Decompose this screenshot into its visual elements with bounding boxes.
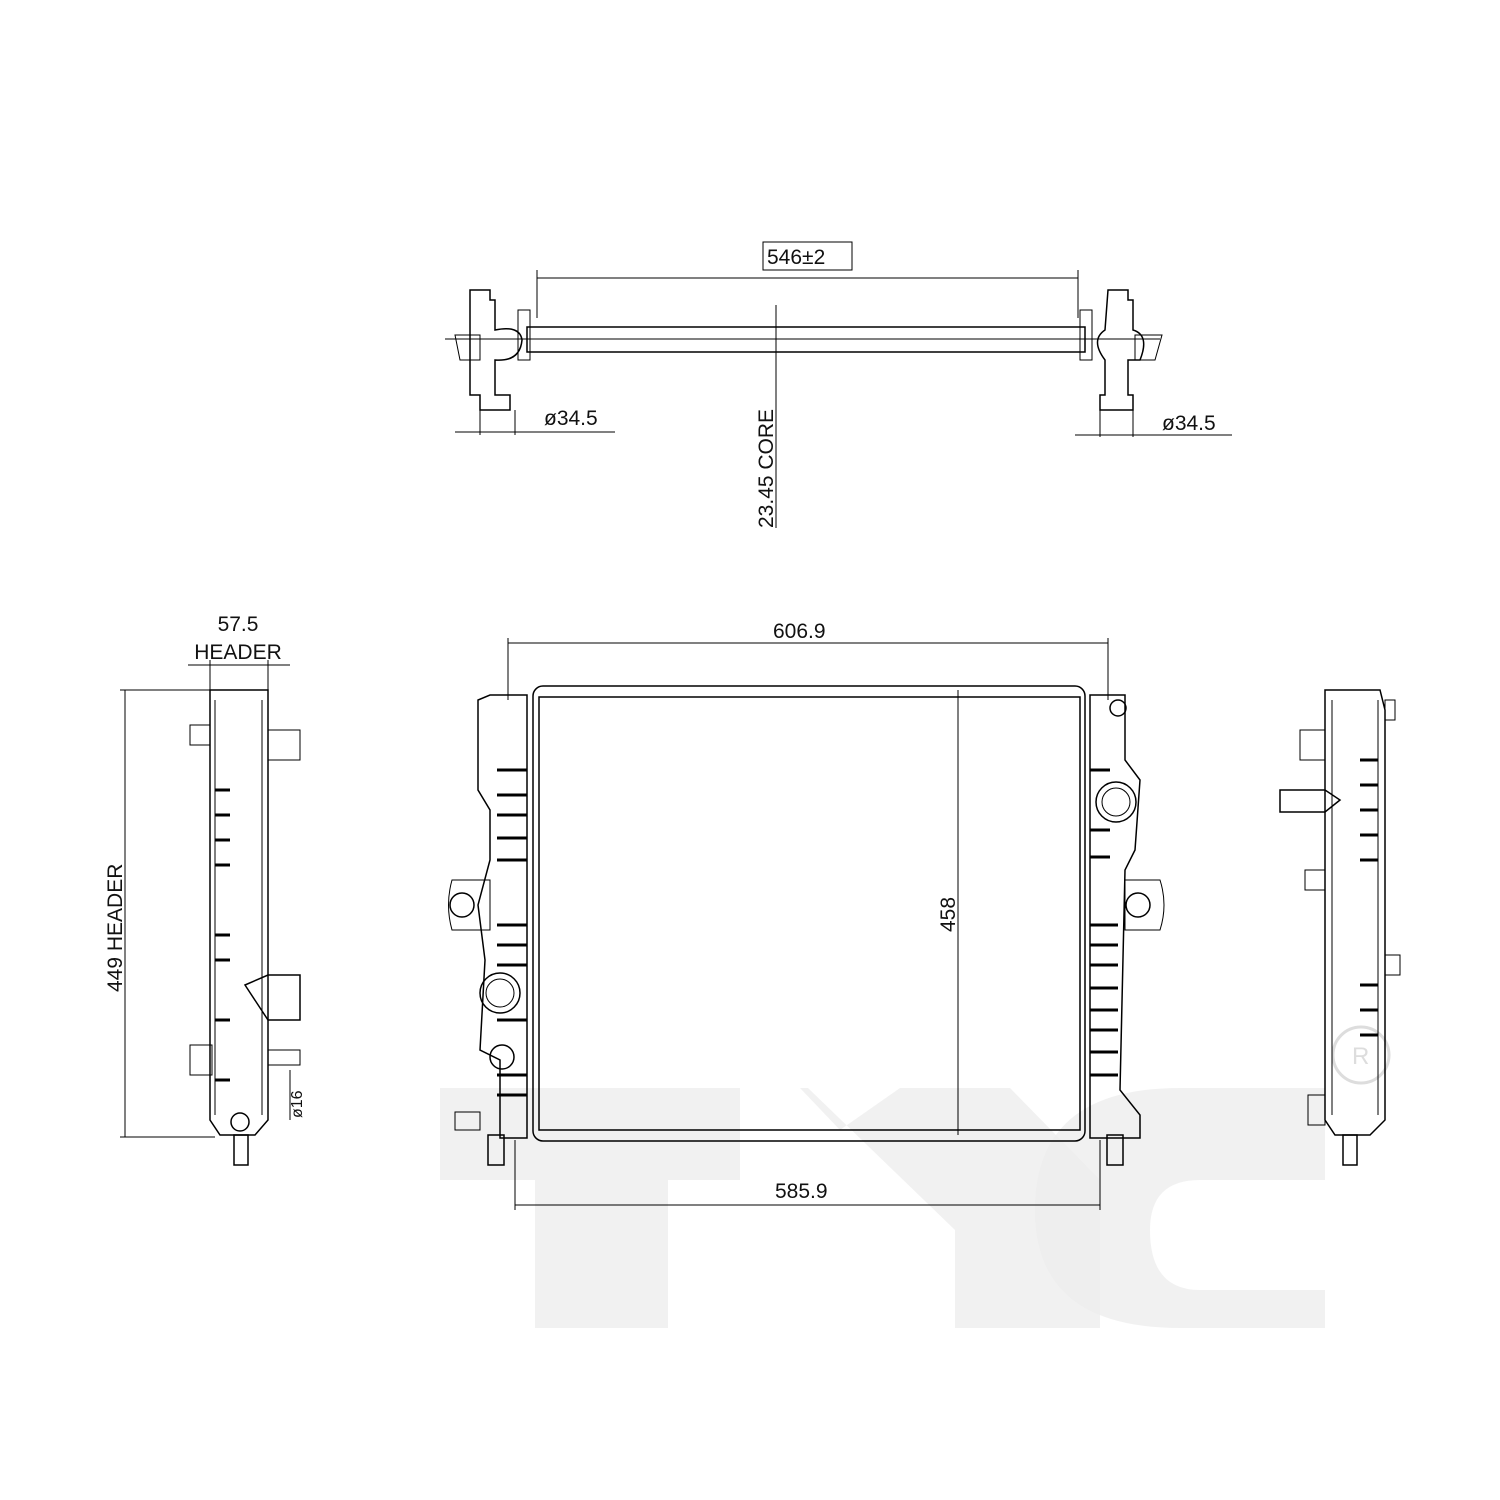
left-tank (477, 694, 528, 1139)
left-inlet-diameter: ø34.5 (544, 407, 598, 430)
overall-width-front: 606.9 (773, 620, 826, 643)
right-side-inlet (1279, 789, 1342, 813)
left-mount-pin (487, 1134, 505, 1166)
right-side-view (1279, 689, 1401, 1166)
right-tank-top (1096, 289, 1145, 411)
left-mount-bracket (448, 879, 491, 931)
left-side-view: 57.5 HEADER 449 HEADER ø16 (104, 613, 306, 1166)
tyc-watermark-logo: R (440, 1025, 1391, 1328)
core-height-dimension: 458 (937, 897, 960, 932)
overall-width-dimension: 546±2 (767, 246, 825, 269)
right-inlet-diameter: ø34.5 (1162, 412, 1216, 435)
registered-mark: R (1352, 1043, 1369, 1070)
header-height-dimension: 449 HEADER (104, 864, 127, 992)
core-width-dimension: 585.9 (775, 1180, 828, 1203)
front-view: 606.9 458 585.9 (448, 620, 1165, 1210)
watermark-c (1035, 1088, 1325, 1328)
right-tank-ribs (1090, 768, 1118, 1077)
watermark-y (440, 1088, 1100, 1328)
right-mount-pin (1106, 1134, 1124, 1166)
port-diameter: ø16 (289, 1090, 306, 1118)
watermark-t (440, 1088, 740, 1328)
left-tank-top (469, 289, 523, 411)
right-port (1095, 781, 1137, 823)
right-side-tank (1324, 689, 1386, 1136)
core-thickness-dimension: 23.45 CORE (755, 409, 778, 528)
left-side-outlet (243, 974, 301, 1021)
registered-mark-icon (1331, 1025, 1391, 1085)
top-view: 546±2 ø34.5 ø34.5 23.45 CORE (445, 241, 1232, 528)
header-width-value: 57.5 (218, 613, 259, 636)
left-side-ribs (215, 788, 230, 1082)
left-port (479, 972, 521, 1014)
right-mount-bracket (1124, 879, 1165, 931)
header-width-label: HEADER (194, 641, 282, 664)
radiator-core (532, 685, 1086, 1142)
left-tank-ribs (497, 768, 527, 1097)
left-side-tank (209, 689, 269, 1136)
right-side-ribs (1360, 758, 1378, 1037)
dimension-box (762, 241, 853, 271)
